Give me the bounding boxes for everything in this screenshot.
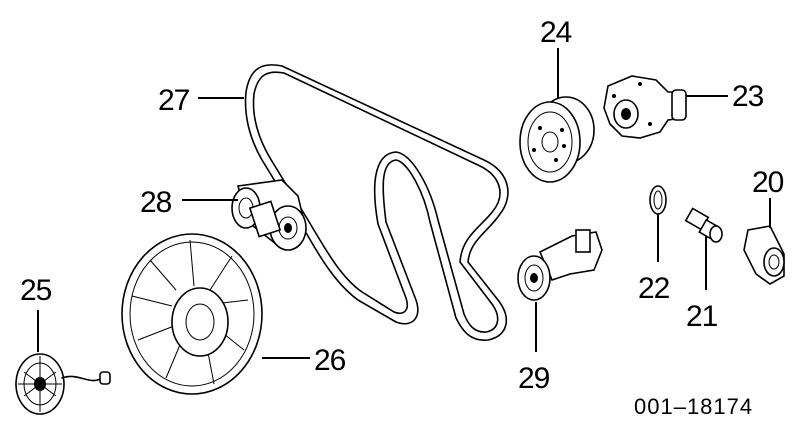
- drive-belt: [244, 64, 509, 341]
- cooling-fan: [121, 233, 263, 395]
- callout-23: 23: [732, 80, 764, 113]
- callout-29: 29: [518, 362, 550, 395]
- o-ring: [649, 185, 667, 215]
- callout-24: 24: [540, 16, 572, 49]
- leader-lines: [37, 48, 771, 359]
- reference-number: 001–18174: [634, 394, 753, 419]
- callout-26: 26: [314, 344, 346, 377]
- callout-25: 25: [20, 274, 52, 307]
- water-pump: [603, 75, 687, 139]
- callout-22: 22: [638, 272, 670, 305]
- callout-20: 20: [752, 166, 784, 199]
- pulley: [519, 96, 595, 183]
- belt-tensioner: [231, 179, 307, 251]
- temperature-sensor: [684, 207, 723, 243]
- idler-pulley: [517, 229, 603, 301]
- fan-clutch: [15, 353, 111, 415]
- callout-27: 27: [158, 84, 190, 117]
- callout-28: 28: [140, 186, 172, 219]
- thermostat-housing: [743, 225, 785, 285]
- callout-21: 21: [686, 300, 718, 333]
